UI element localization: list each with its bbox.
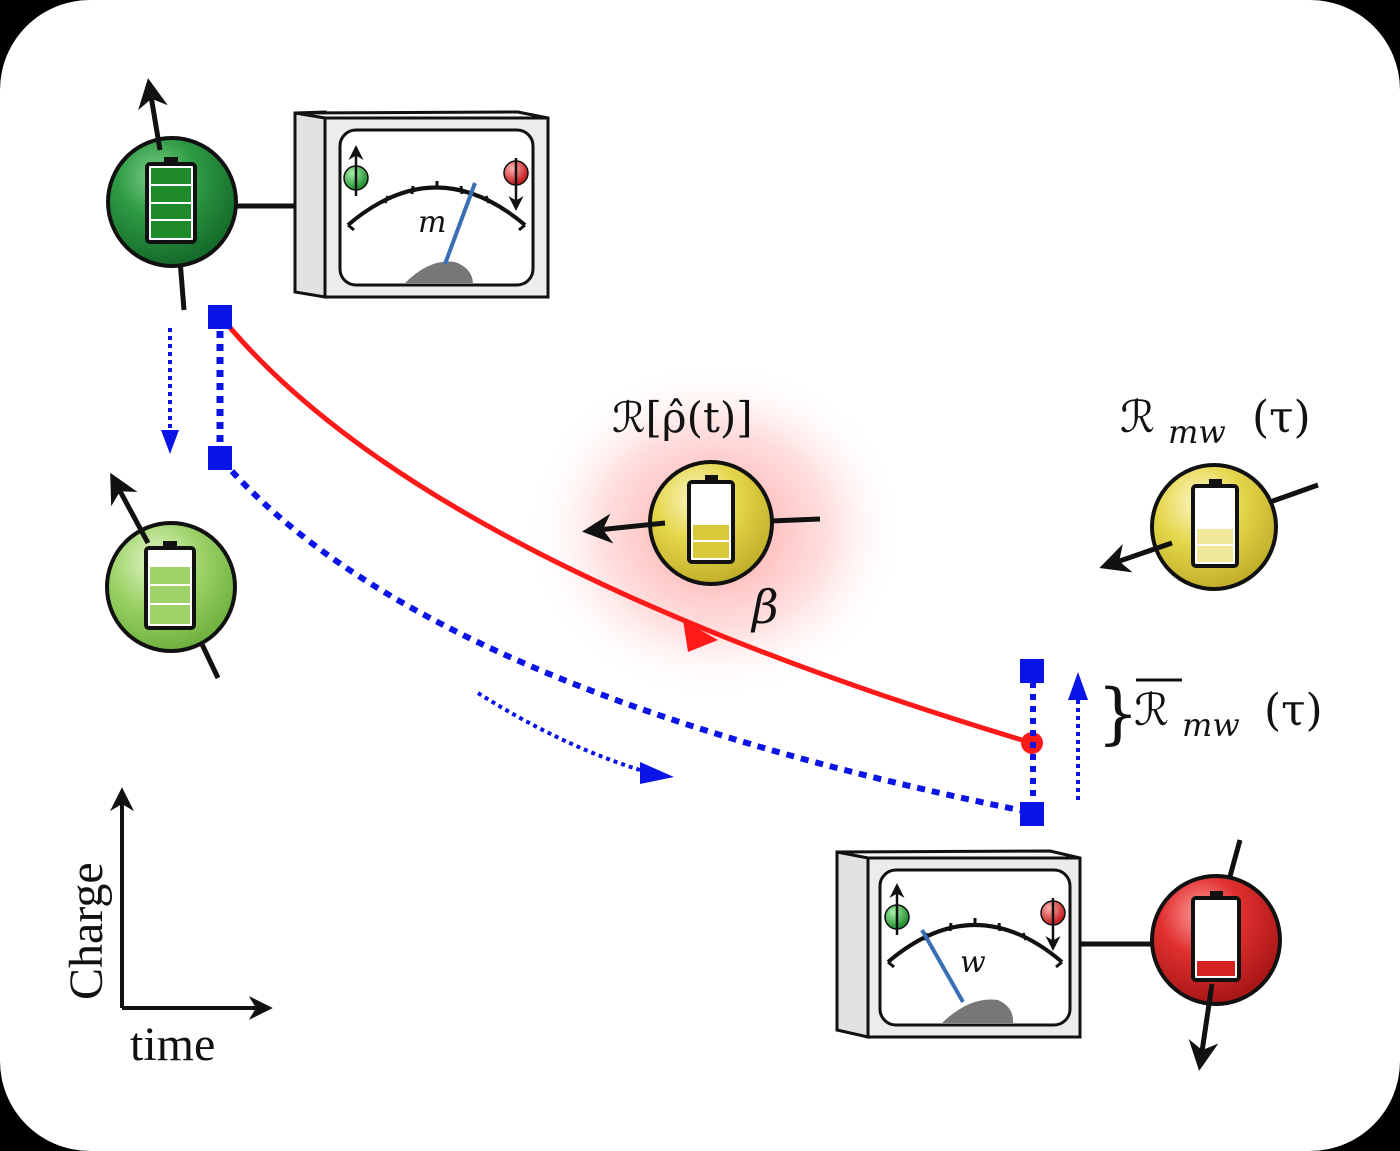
arrow-icon xyxy=(1188,983,1219,1071)
trajectory-red-arrowhead xyxy=(683,620,718,652)
jump-end-marker xyxy=(208,446,232,470)
battery-icon xyxy=(1191,479,1239,568)
svg-text:(τ): (τ) xyxy=(1252,392,1311,443)
rate-mw-label: ℛ mw (τ) xyxy=(1120,392,1311,451)
qubit-center xyxy=(582,460,821,586)
axes: Charge time xyxy=(60,787,273,1071)
arrow-icon xyxy=(582,513,666,544)
rate-mw-bar-label: } ℛ mw (τ) xyxy=(1097,675,1323,752)
battery-icon xyxy=(1191,891,1241,982)
measurement-meter-bottom: w xyxy=(835,849,1082,1039)
svg-text:mw: mw xyxy=(1168,413,1226,451)
battery-icon xyxy=(144,541,196,630)
brace: } xyxy=(1097,675,1139,752)
trajectory-blue xyxy=(219,458,1035,816)
battery-icon xyxy=(687,475,735,564)
x-axis-label: time xyxy=(130,1018,215,1071)
arrow-icon xyxy=(1099,540,1173,573)
svg-text:mw: mw xyxy=(1182,706,1240,744)
qubit-right xyxy=(1099,463,1319,591)
jump-start-marker xyxy=(208,305,232,329)
measurement-label-w: w xyxy=(960,945,986,980)
qubit-after-jump xyxy=(105,472,237,680)
battery-icon xyxy=(145,157,197,244)
rate-rho-label: ℛ[ρ̂(t)] xyxy=(612,393,753,442)
measurement-meter-top: m xyxy=(293,110,550,299)
arrow-icon xyxy=(138,78,168,151)
right-bottom-marker xyxy=(1020,802,1044,826)
svg-text:ℛ: ℛ xyxy=(1120,392,1155,443)
y-axis-label: Charge xyxy=(60,862,113,1000)
measurement-label-m: m xyxy=(418,205,446,240)
arrow-icon xyxy=(110,472,151,545)
svg-text:(τ): (τ) xyxy=(1264,685,1323,736)
beta-label: β xyxy=(750,580,779,634)
qubit-discharged xyxy=(1080,839,1282,1071)
svg-text:ℛ: ℛ xyxy=(1134,685,1169,736)
right-top-marker xyxy=(1020,659,1044,683)
trajectory-red xyxy=(220,316,1033,746)
